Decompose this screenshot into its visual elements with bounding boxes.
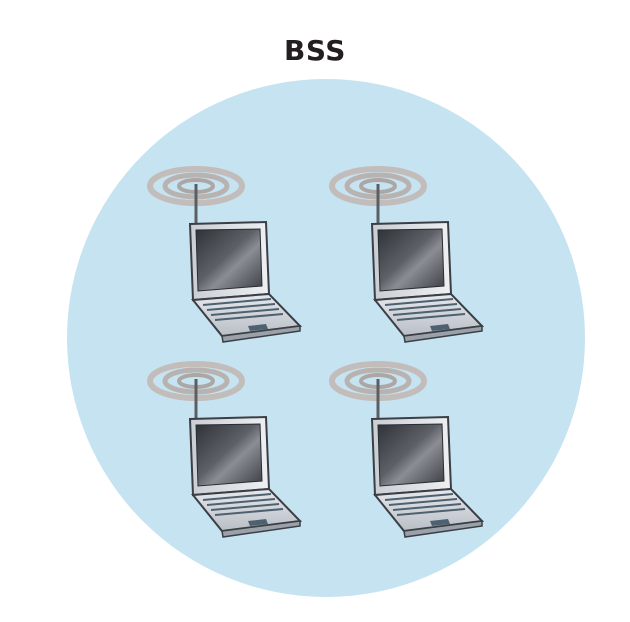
bss-coverage-area <box>67 79 585 597</box>
bss-label: BSS <box>284 34 346 67</box>
